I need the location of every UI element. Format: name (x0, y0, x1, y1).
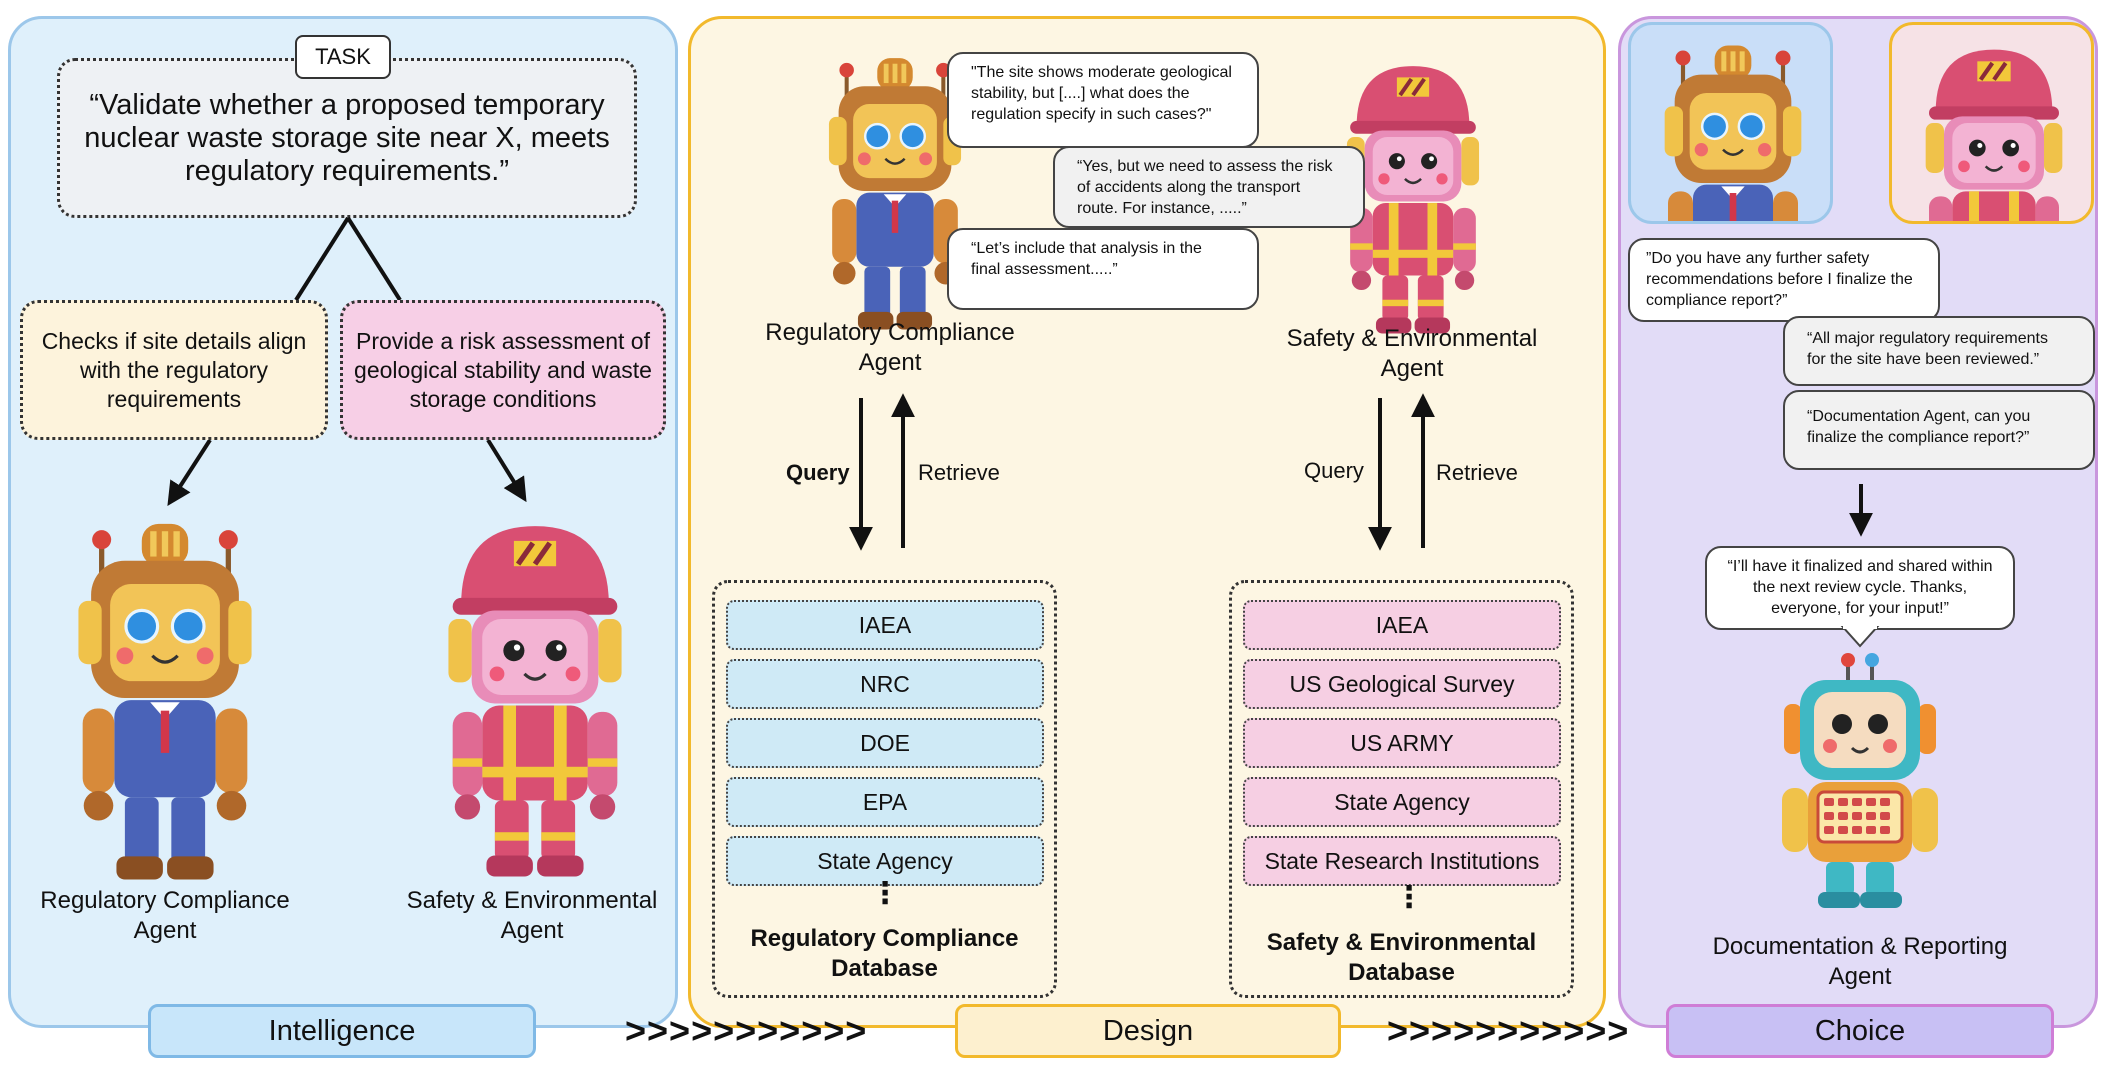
safety-database (1229, 580, 1574, 998)
ellipsis-right: ⋮ (1394, 881, 1424, 914)
query-label-right: Query (1304, 458, 1364, 483)
db-item: State Research Institutions (1243, 836, 1561, 886)
db-item: IAEA (726, 600, 1044, 650)
task-label: TASK (295, 35, 391, 79)
db-item: State Agency (1243, 777, 1561, 827)
db-item: EPA (726, 777, 1044, 827)
compliance-check-box: Checks if site details align with the re… (20, 300, 328, 440)
retrieve-label-left: Retrieve (918, 460, 1000, 485)
regulatory-db-title: Regulatory Compliance Database (750, 925, 1019, 982)
db-item: DOE (726, 718, 1044, 768)
db-item: IAEA (1243, 600, 1561, 650)
flow-arrows-2: >>>>>>>>>>> (1387, 1010, 1630, 1051)
safety-db-title: Safety & Environmental Database (1266, 929, 1537, 986)
query-label-left: Query (786, 460, 850, 485)
thumb-regulatory (1628, 22, 1833, 224)
risk-assessment-box: Provide a risk assessment of geological … (340, 300, 666, 440)
design-bubble-1: "The site shows moderate geological stab… (947, 52, 1259, 148)
intel-agent-right-caption: Safety & Environmental Agent (406, 887, 658, 944)
choice-bubble-3: “Documentation Agent, can you finalize t… (1783, 390, 2095, 470)
phase-intelligence: Intelligence (148, 1004, 536, 1058)
choice-bubble-1: ”Do you have any further safety recommen… (1628, 238, 1940, 322)
regulatory-db-items: IAEA NRC DOE EPA State Agency (726, 600, 1044, 886)
design-bubble-2: “Yes, but we need to assess the risk of … (1053, 146, 1365, 228)
task-text: “Validate whether a proposed temporary n… (84, 88, 610, 187)
design-agent-left-caption: Regulatory Compliance Agent (765, 319, 1015, 376)
db-item: State Agency (726, 836, 1044, 886)
choice-agent-caption: Documentation & Reporting Agent (1712, 933, 2008, 990)
db-item: US Geological Survey (1243, 659, 1561, 709)
safety-db-items: IAEA US Geological Survey US ARMY State … (1243, 600, 1561, 886)
phase-choice: Choice (1666, 1004, 2054, 1058)
retrieve-label-right: Retrieve (1436, 460, 1518, 485)
db-item: NRC (726, 659, 1044, 709)
ellipsis-left: ⋮ (870, 877, 900, 910)
choice-bubble-4: “I’ll have it finalized and shared withi… (1705, 546, 2015, 630)
regulatory-database (712, 580, 1057, 998)
documentation-robot-icon (1780, 652, 1940, 910)
phase-design: Design (955, 1004, 1341, 1058)
design-bubble-3: “Let’s include that analysis in the fina… (947, 228, 1259, 310)
flow-arrows-1: >>>>>>>>>>> (625, 1010, 868, 1051)
intel-agent-left-caption: Regulatory Compliance Agent (40, 887, 290, 944)
design-agent-right-caption: Safety & Environmental Agent (1286, 325, 1538, 382)
choice-bubble-2: “All major regulatory requirements for t… (1783, 316, 2095, 386)
db-item: US ARMY (1243, 718, 1561, 768)
task-box: “Validate whether a proposed temporary n… (57, 58, 637, 218)
bubble-tail (1840, 626, 1880, 648)
thumb-safety (1889, 22, 2094, 224)
